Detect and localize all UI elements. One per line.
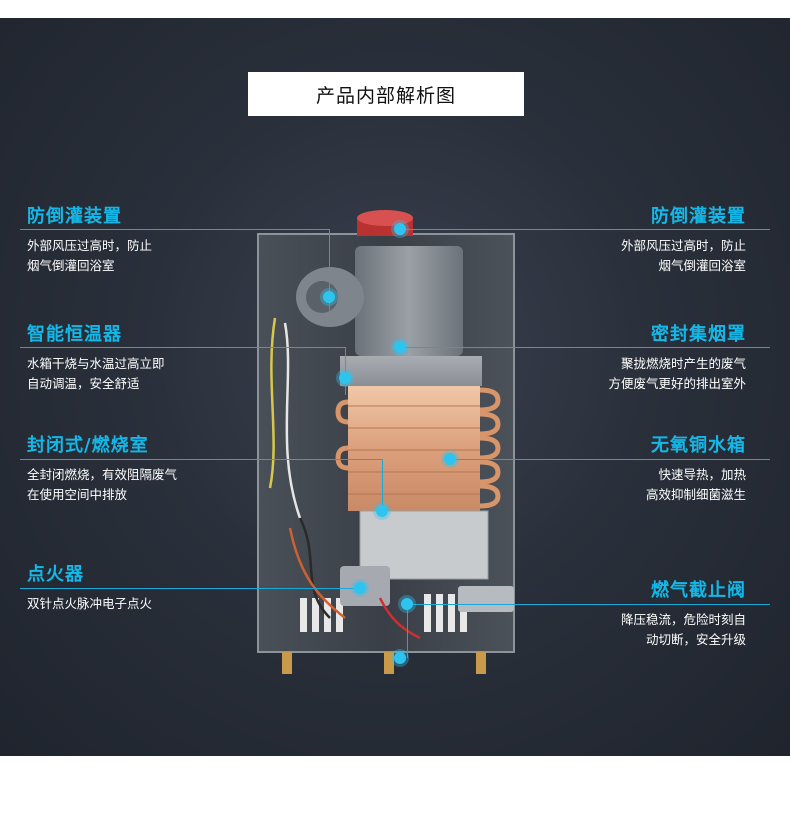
feature-heading: 点火器 [27,564,84,585]
feature-desc: 外部风压过高时，防止烟气倒灌回浴室 [620,238,746,273]
leader-line [400,347,770,348]
callout-dot [394,652,406,664]
feature-combustion-chamber: 封闭式/燃烧室 全封闭燃烧，有效阻隔废气在使用空间中排放 [27,431,227,505]
leader-line [20,588,360,589]
feature-desc: 外部风压过高时，防止烟气倒灌回浴室 [27,238,153,273]
feature-desc: 降压稳流，危险时刻自动切断，安全升级 [620,612,746,647]
feature-desc: 双针点火脉冲电子点火 [27,596,153,611]
title-box: 产品内部解析图 [248,72,524,116]
leader-line [450,459,770,460]
feature-copper-tank: 无氧铜水箱 快速导热，加热高效抑制细菌滋生 [546,431,746,505]
fan-assembly [355,246,463,356]
smoke-hood [340,356,482,386]
callout-dot [394,341,406,353]
callout-dot [376,505,388,517]
feature-desc: 全封闭燃烧，有效阻隔废气在使用空间中排放 [27,467,178,502]
leader-line [345,347,346,395]
leader-line [382,459,383,511]
leader-line [407,604,408,658]
feature-heading: 智能恒温器 [27,324,122,345]
feature-smoke-hood: 密封集烟罩 聚拢燃烧时产生的废气方便废气更好的排出室外 [546,320,746,394]
feature-thermostat: 智能恒温器 水箱干烧与水温过高立即自动调温，安全舒适 [27,320,227,394]
callout-dot [339,372,351,384]
leader-line [20,229,330,230]
feature-igniter: 点火器 双针点火脉冲电子点火 [27,560,227,614]
callout-dot [401,598,413,610]
callout-dot [323,291,335,303]
feature-heading: 防倒灌装置 [27,206,122,227]
callout-dot [354,582,366,594]
pipe-left [282,652,292,674]
feature-heading: 无氧铜水箱 [651,435,746,456]
feature-desc: 快速导热，加热高效抑制细菌滋生 [645,467,746,502]
feature-anti-backflow-right: 防倒灌装置 外部风压过高时，防止烟气倒灌回浴室 [546,202,746,276]
feature-desc: 水箱干烧与水温过高立即自动调温，安全舒适 [27,356,165,391]
leader-line [20,459,382,460]
leader-line [400,229,770,230]
leader-line [329,229,330,313]
leader-line [20,347,345,348]
callout-dot [444,453,456,465]
feature-desc: 聚拢燃烧时产生的废气方便废气更好的排出室外 [608,356,746,391]
leader-line [407,604,770,605]
callout-dot [394,223,406,235]
pipe-center [384,652,394,674]
pipe-right [476,652,486,674]
feature-heading: 封闭式/燃烧室 [27,435,149,456]
feature-heading: 燃气截止阀 [651,580,746,601]
feature-heading: 防倒灌装置 [651,206,746,227]
diagram-stage: 产品内部解析图 防倒灌装置 外部风压过高时，防止烟气倒灌回浴室 智能恒温器 水箱… [0,18,790,756]
feature-gas-valve: 燃气截止阀 降压稳流，危险时刻自动切断，安全升级 [546,576,746,650]
page-title: 产品内部解析图 [315,84,456,107]
feature-heading: 密封集烟罩 [651,324,746,345]
copper-water-tank [348,386,480,511]
feature-anti-backflow-left: 防倒灌装置 外部风压过高时，防止烟气倒灌回浴室 [27,202,227,276]
